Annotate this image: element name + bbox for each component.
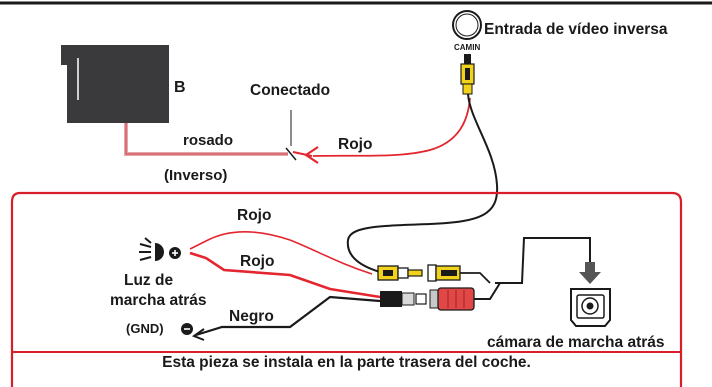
light-label-1: Luz de xyxy=(124,272,173,289)
power-connectors xyxy=(380,282,501,311)
red-wire-2 xyxy=(189,251,381,299)
video-input-label: Entrada de vídeo inversa xyxy=(484,21,668,38)
rca-connectors xyxy=(377,264,491,284)
red-top-label: Rojo xyxy=(338,136,372,153)
reverse-label: (Inverso) xyxy=(164,167,227,184)
camin-connector-icon xyxy=(452,10,482,40)
head-unit xyxy=(61,45,169,123)
connected-label: Conectado xyxy=(250,82,330,99)
light-label-2: marcha atrás xyxy=(110,292,207,309)
camin-label: CAMIN xyxy=(454,43,480,52)
reverse-light-icon xyxy=(139,237,164,261)
video-cable xyxy=(346,93,499,273)
unit-label-b: B xyxy=(174,79,186,96)
red-label-1: Rojo xyxy=(237,207,271,224)
black-wire xyxy=(195,295,381,337)
install-note: Esta pieza se instala en la parte traser… xyxy=(12,351,681,373)
pink-label: rosado xyxy=(183,132,233,149)
red-wire-top xyxy=(312,97,471,157)
connection-icon xyxy=(285,146,319,164)
red-label-2: Rojo xyxy=(240,253,274,270)
rca-plug-vertical xyxy=(460,54,475,95)
plus-terminal-icon xyxy=(169,247,181,259)
rear-area-frame xyxy=(10,191,683,387)
ground-arrow-icon xyxy=(191,328,205,341)
camera-label: cámara de marcha atrás xyxy=(487,334,665,351)
black-label: Negro xyxy=(229,308,274,325)
camera-cable xyxy=(495,237,591,284)
pink-wire xyxy=(124,123,288,156)
red-wire-1 xyxy=(189,231,373,275)
gnd-label: (GND) xyxy=(126,321,164,336)
down-arrow-icon xyxy=(579,262,601,284)
camera-icon xyxy=(570,288,611,327)
minus-terminal-icon xyxy=(181,323,193,335)
